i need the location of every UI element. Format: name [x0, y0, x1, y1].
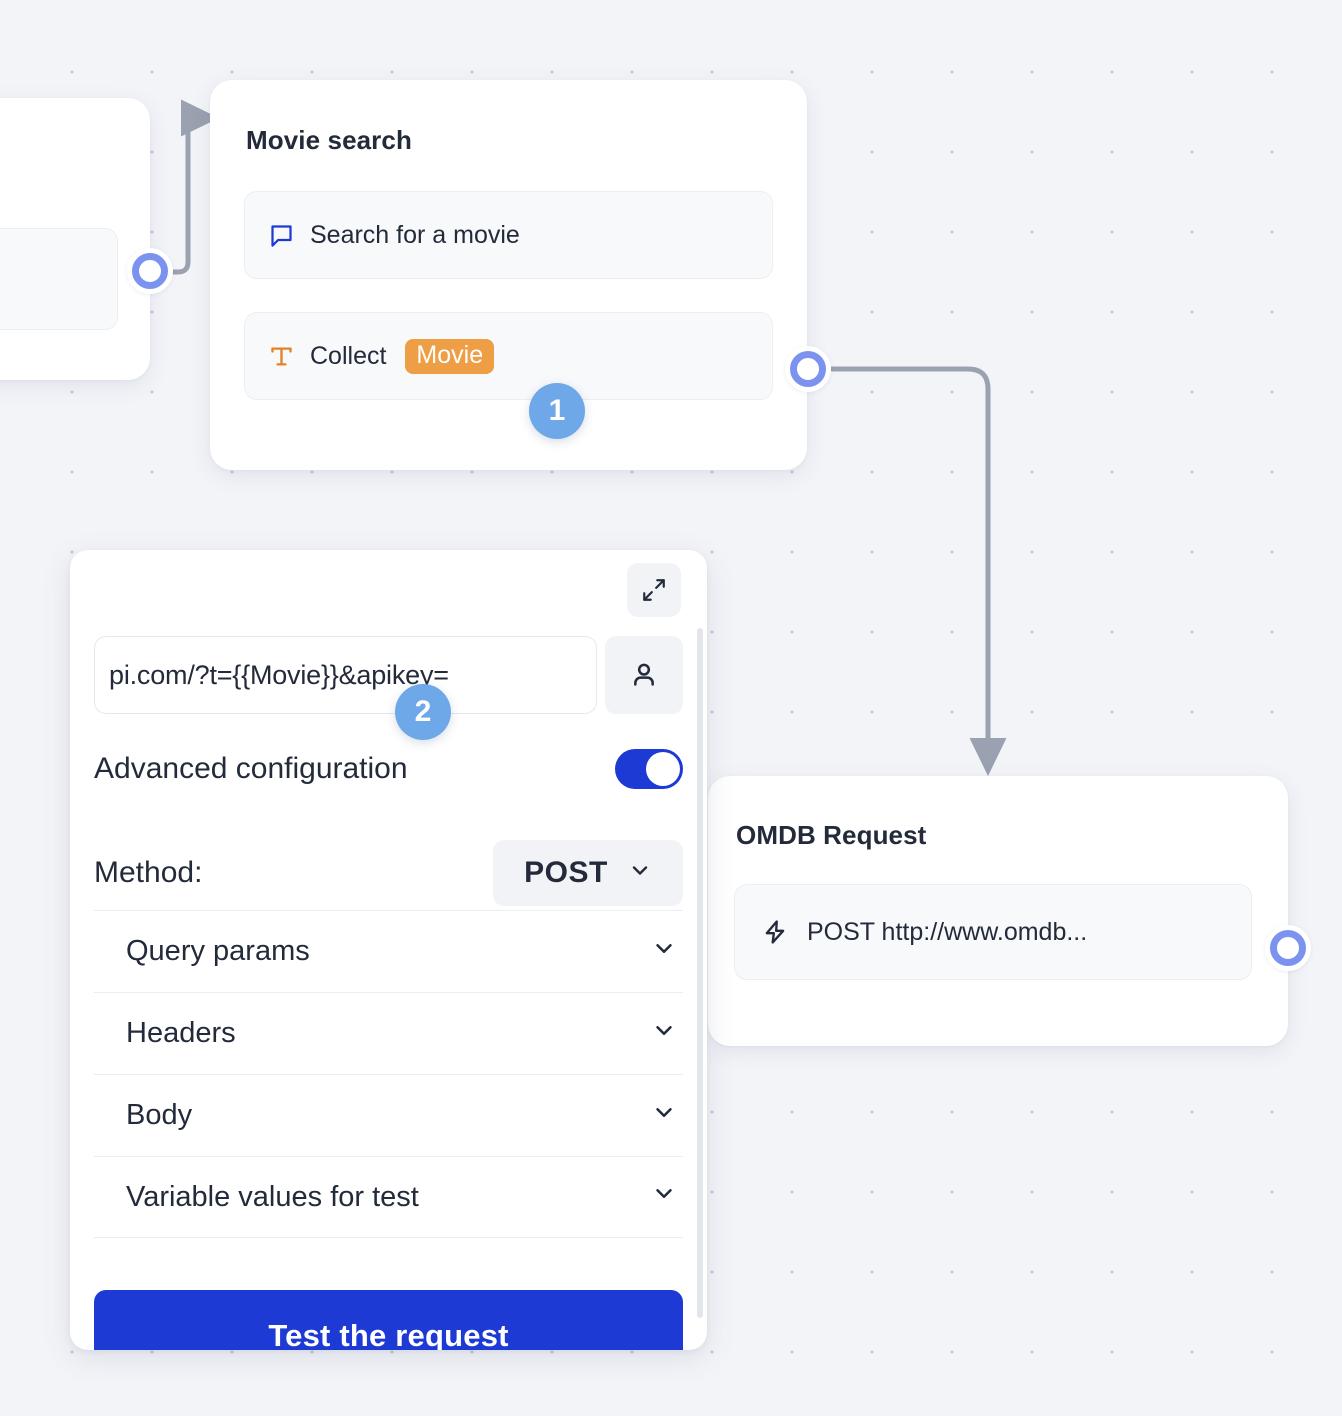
test-the-request-button[interactable]: Test the request	[94, 1290, 683, 1350]
node-title-omdb-request: OMDB Request	[736, 820, 927, 850]
accordion-item-body[interactable]: Body	[94, 1074, 683, 1156]
lightning-bolt-icon	[761, 918, 789, 946]
method-dropdown[interactable]: POST	[493, 840, 683, 906]
node-row-search-for-a-movie[interactable]: Search for a movie	[244, 191, 773, 279]
node-row-post-request[interactable]: POST http://www.omdb...	[734, 884, 1252, 980]
connector-port-omdb-output[interactable]	[1265, 925, 1311, 971]
method-row: Method: POST	[94, 840, 683, 906]
request-config-panel[interactable]: pi.com/?t={{Movie}}&apikey= Advanced con…	[70, 550, 707, 1350]
accordion-item-variable-values-for-test[interactable]: Variable values for test	[94, 1156, 683, 1238]
chevron-down-icon	[651, 1180, 677, 1214]
text-type-icon	[267, 342, 295, 370]
step-badge-2: 2	[395, 684, 451, 740]
accordion-item-query-params[interactable]: Query params	[94, 910, 683, 992]
chevron-down-icon	[651, 1099, 677, 1133]
accordion-label: Headers	[126, 1017, 236, 1049]
node-card-omdb-request[interactable]: OMDB Request POST http://www.omdb...	[708, 776, 1288, 1046]
request-url-input[interactable]: pi.com/?t={{Movie}}&apikey=	[94, 636, 597, 714]
chevron-down-icon	[628, 856, 652, 890]
advanced-configuration-toggle[interactable]	[615, 749, 683, 789]
panel-scrollbar[interactable]	[697, 628, 703, 1318]
node-row-label: Search for a movie	[310, 220, 520, 249]
accordion-label: Query params	[126, 935, 310, 967]
chevron-down-icon	[651, 935, 677, 969]
chevron-down-icon	[651, 1017, 677, 1051]
accordion-label: Variable values for test	[126, 1180, 419, 1213]
expand-diagonal-icon[interactable]	[627, 563, 681, 617]
node-row-collect-movie[interactable]: Collect Movie	[244, 312, 773, 400]
node-row-partial[interactable]	[0, 228, 118, 330]
advanced-configuration-label: Advanced configuration	[94, 752, 408, 785]
step-badge-1: 1	[529, 383, 585, 439]
accordion-item-headers[interactable]: Headers	[94, 992, 683, 1074]
connector-port-movie-search-output[interactable]	[785, 346, 831, 392]
connector-port-left-node-output[interactable]	[127, 248, 173, 294]
accordion-label: Body	[126, 1099, 193, 1131]
advanced-configuration-row: Advanced configuration	[94, 742, 683, 796]
node-row-label: Collect	[310, 341, 387, 370]
node-title-movie-search: Movie search	[246, 125, 412, 155]
person-icon[interactable]	[605, 636, 683, 714]
method-value: POST	[524, 856, 608, 889]
config-sections-accordion: Query params Headers Body	[94, 910, 683, 1238]
node-row-label: POST http://www.omdb...	[807, 917, 1088, 946]
variable-chip-movie[interactable]: Movie	[405, 338, 495, 374]
node-card-partial-left[interactable]	[0, 98, 150, 380]
node-card-movie-search[interactable]: Movie search Search for a movie Collect …	[210, 80, 807, 470]
method-label: Method:	[94, 856, 203, 889]
url-input-row: pi.com/?t={{Movie}}&apikey=	[94, 636, 683, 714]
speech-bubble-icon	[267, 221, 295, 249]
